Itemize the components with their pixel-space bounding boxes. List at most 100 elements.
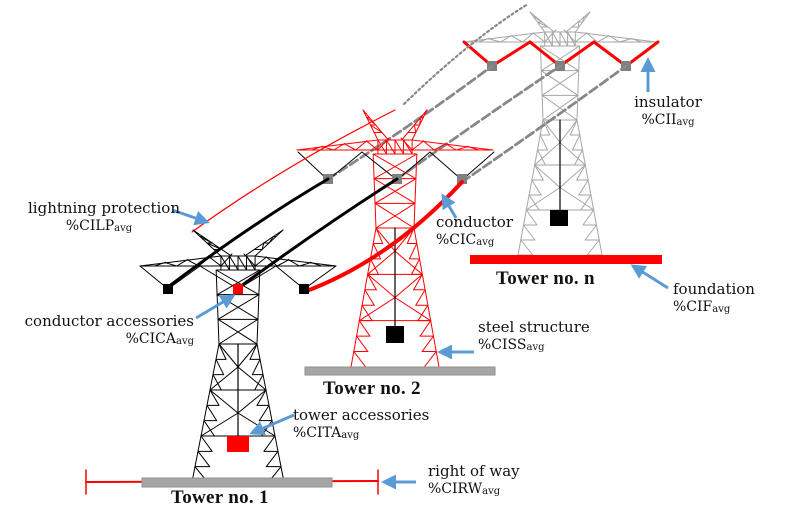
arm-web bbox=[596, 35, 609, 43]
insulator-node bbox=[163, 284, 173, 294]
body-x-brace bbox=[217, 318, 258, 345]
leg-ladder bbox=[523, 224, 536, 241]
leg-ladder bbox=[542, 119, 551, 136]
leg-ladder bbox=[203, 420, 215, 437]
leg-ladder bbox=[421, 335, 434, 353]
leg-ladder bbox=[528, 194, 540, 211]
conductor-span bbox=[395, 64, 562, 181]
tower-2-structure bbox=[296, 109, 496, 376]
label-conductor-accessories: conductor accessories %CICAavg bbox=[18, 312, 194, 351]
arm-web bbox=[344, 143, 357, 151]
body-x-brace bbox=[540, 45, 581, 72]
conductor-lines-front bbox=[166, 109, 464, 294]
leg bbox=[215, 269, 220, 345]
component-code: %CITAavg bbox=[293, 425, 360, 441]
lower-x-brace bbox=[367, 273, 396, 298]
crossarm-top-chord bbox=[574, 31, 657, 43]
leg-ladder bbox=[361, 304, 373, 322]
body-x-brace bbox=[373, 153, 418, 180]
arm-web bbox=[198, 256, 211, 267]
component-code: %CIFavg bbox=[673, 299, 731, 315]
component-code: %CICavg bbox=[436, 232, 495, 248]
leg bbox=[350, 227, 377, 368]
arrow-lightning-protection bbox=[171, 208, 210, 226]
peak-brace bbox=[369, 124, 383, 133]
tower-n-structure bbox=[462, 11, 662, 264]
leg-ladder bbox=[571, 134, 581, 151]
tower-accessory-box bbox=[227, 436, 249, 452]
leg-ladder bbox=[569, 119, 578, 136]
conductor-span bbox=[460, 64, 628, 184]
body-x-brace bbox=[374, 202, 415, 229]
body-x-brace bbox=[375, 202, 416, 229]
leg-ladder bbox=[206, 404, 218, 422]
tower-2-title: Tower no. 2 bbox=[323, 378, 421, 399]
arm-web bbox=[619, 38, 632, 43]
arm-web bbox=[477, 37, 490, 43]
arm-web bbox=[433, 143, 446, 151]
arm-web bbox=[488, 38, 501, 43]
arm-web bbox=[422, 140, 435, 151]
arrow-foundation bbox=[630, 264, 669, 290]
crossarm-top-chord bbox=[411, 139, 494, 151]
leg-ladder bbox=[536, 149, 546, 166]
insulator-node bbox=[457, 174, 467, 184]
lower-x-brace bbox=[525, 187, 561, 211]
ground-bar bbox=[141, 477, 333, 488]
lower-x-brace bbox=[209, 389, 239, 414]
leg-ladder bbox=[408, 242, 418, 260]
leg bbox=[191, 343, 220, 483]
leg-ladder bbox=[539, 134, 549, 151]
leg-ladder bbox=[258, 404, 270, 422]
arm-web bbox=[220, 253, 233, 267]
arm-web bbox=[630, 37, 643, 43]
lower-x-brace bbox=[218, 343, 239, 368]
lower-x-brace bbox=[534, 142, 561, 166]
body-x-brace bbox=[542, 94, 579, 121]
arm-web bbox=[366, 140, 379, 151]
component-code: %CIRWavg bbox=[428, 481, 501, 497]
component-name: conductor bbox=[436, 213, 513, 231]
leg-ladder bbox=[413, 273, 423, 291]
arrow-tower-accessories bbox=[249, 413, 295, 436]
tower-1-title: Tower no. 1 bbox=[171, 487, 269, 508]
component-name: foundation bbox=[673, 280, 755, 298]
crossarm-top-chord bbox=[296, 139, 379, 151]
lower-x-brace bbox=[394, 297, 432, 322]
leg-ladder bbox=[265, 450, 279, 468]
leg-ladder bbox=[411, 258, 421, 275]
arm-web bbox=[574, 32, 587, 43]
lower-x-brace bbox=[200, 412, 239, 437]
leg-ladder bbox=[415, 289, 426, 306]
arm-web bbox=[411, 140, 424, 151]
peak-brace bbox=[199, 236, 213, 244]
leg bbox=[413, 227, 440, 368]
leg-ladder bbox=[582, 209, 595, 226]
peak-brace bbox=[268, 236, 274, 244]
leg-ladder bbox=[372, 242, 382, 260]
ground-bar bbox=[304, 366, 496, 376]
leg bbox=[576, 45, 581, 121]
lower-x-brace bbox=[367, 250, 396, 275]
arm-web bbox=[154, 261, 167, 267]
component-code: %CISSavg bbox=[478, 337, 545, 353]
leg-ladder bbox=[356, 335, 369, 353]
arm-web bbox=[466, 145, 479, 151]
leg-ladder bbox=[520, 239, 534, 256]
leg bbox=[576, 119, 603, 256]
leg-ladder bbox=[423, 351, 437, 368]
arm-box-diagonal bbox=[567, 31, 576, 47]
arm-web bbox=[165, 262, 178, 267]
lower-x-brace bbox=[358, 297, 396, 322]
tower-1-structure bbox=[85, 229, 379, 495]
peak-brace bbox=[582, 16, 585, 23]
conductor-span bbox=[235, 177, 399, 291]
arm-web bbox=[444, 142, 457, 151]
leg-ladder bbox=[358, 320, 371, 337]
peak-brace bbox=[206, 242, 223, 250]
arm-web bbox=[400, 137, 413, 151]
arrow-conductor bbox=[441, 193, 458, 219]
leg-ladder bbox=[375, 227, 384, 244]
lower-x-brace bbox=[237, 343, 258, 368]
label-foundation: foundation %CIFavg bbox=[673, 280, 755, 319]
